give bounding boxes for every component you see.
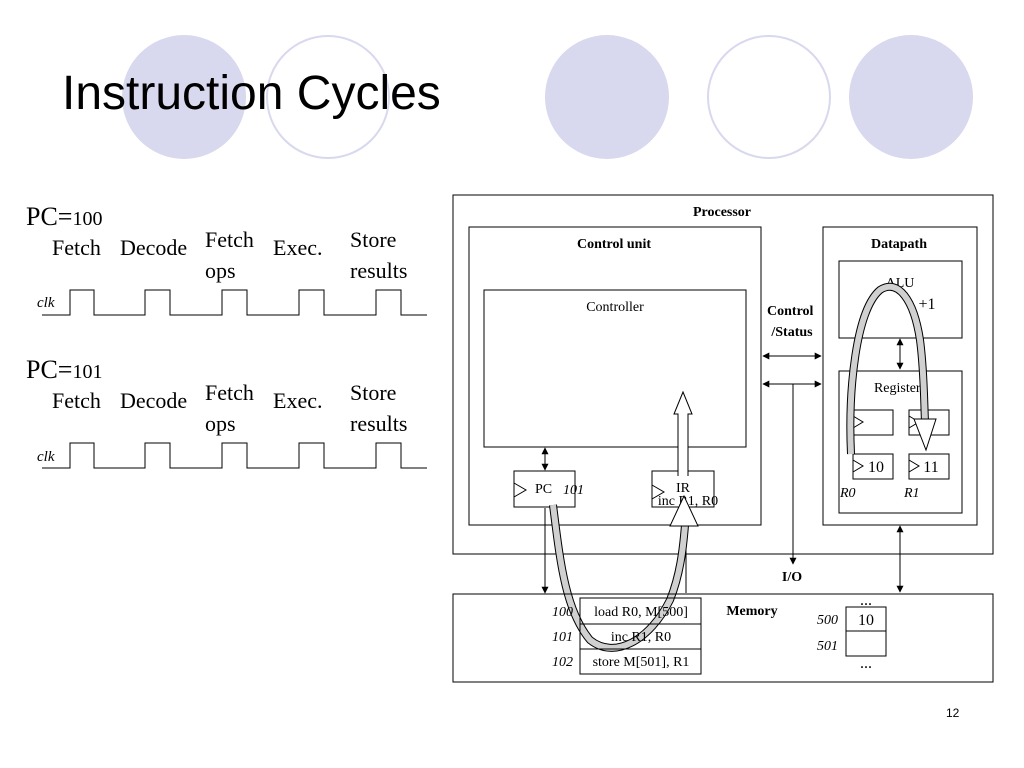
phase-store-results-line: Store: [350, 380, 397, 405]
io-label: I/O: [782, 570, 802, 585]
register-cell-upper: [852, 409, 894, 436]
phase-fetch-ops: Fetch ops: [205, 377, 254, 439]
data-memory-value: 10: [858, 612, 874, 629]
pc-prefix: PC=: [26, 355, 73, 384]
control-status-line: Control: [767, 304, 814, 319]
ir-register-value: inc R1, R0: [658, 494, 718, 509]
register-r1: [908, 453, 950, 480]
clk-waveform-row-1: [42, 289, 427, 316]
clk-label-row-2: clk: [37, 449, 55, 465]
phase-fetch-ops-line: Fetch: [205, 227, 254, 252]
control-status-label: Control /Status: [767, 304, 817, 340]
decor-circle-3: [545, 35, 669, 159]
data-memory-address: 501: [817, 639, 838, 654]
alu-box: [838, 260, 963, 339]
memory-instruction: store M[501], R1: [593, 655, 690, 670]
phase-store-results-line: Store: [350, 227, 397, 252]
processor-box: [452, 194, 994, 555]
pc-register: [513, 470, 576, 508]
page-number: 12: [946, 706, 960, 720]
phase-store-results: Store results: [350, 377, 407, 439]
phase-exec: Exec.: [273, 235, 323, 260]
register-r0-name: R0: [839, 486, 856, 501]
register-r1-name: R1: [903, 486, 920, 501]
pc-register-value: 101: [563, 483, 584, 498]
decor-circle-2: [266, 35, 390, 159]
pc-register-label: PC: [535, 482, 552, 497]
datapath-box: [822, 226, 978, 526]
register-r0: [852, 453, 894, 480]
memory-instruction: inc R1, R0: [611, 630, 671, 645]
memory-address: 100: [552, 605, 573, 620]
slide-title: Instruction Cycles: [62, 67, 441, 120]
memory-box: [452, 593, 994, 683]
data-memory-address: 500: [817, 613, 838, 628]
ir-clock-triangle: [651, 484, 665, 500]
data-memory-ellipsis-bottom: ...: [860, 655, 872, 672]
memory-address: 101: [552, 630, 573, 645]
clk-label-row-1: clk: [37, 295, 55, 311]
memory-address: 102: [552, 655, 573, 670]
decor-circle-1: [122, 35, 246, 159]
processor-label: Processor: [693, 205, 751, 220]
phase-store-results-line: results: [350, 411, 408, 436]
phase-fetch: Fetch: [52, 388, 101, 413]
data-memory-ellipsis-top: ...: [860, 592, 872, 609]
ir-to-controller-arrow: [673, 390, 693, 476]
phase-exec: Exec.: [273, 388, 323, 413]
registers-label: Registers: [874, 381, 926, 396]
fetch-flow-arrowhead: [669, 494, 699, 527]
pc-prefix: PC=: [26, 202, 73, 231]
alu-dataflow-arrowhead: [913, 418, 937, 452]
fetch-flow-arrow-fill: [550, 504, 688, 651]
registers-box: [838, 370, 963, 514]
datapath-label: Datapath: [871, 237, 927, 252]
ir-register-label: IR: [676, 481, 691, 496]
phase-fetch-ops-line: Fetch: [205, 380, 254, 405]
pc-label-row-2: PC=101: [26, 357, 102, 383]
control-status-line: /Status: [770, 325, 813, 340]
clk-waveform-row-2: [42, 442, 427, 469]
phase-fetch: Fetch: [52, 235, 101, 260]
alu-dataflow-arrow-fill: [847, 283, 928, 455]
pc-clock-triangle: [513, 482, 527, 498]
register-clock-triangle: [852, 415, 864, 429]
control-unit-box: [468, 226, 762, 526]
phase-fetch-ops-line: ops: [205, 258, 236, 283]
decor-circle-5: [849, 35, 973, 159]
memory-label: Memory: [726, 604, 777, 619]
phase-decode: Decode: [120, 388, 188, 413]
phase-store-results: Store results: [350, 224, 407, 286]
decor-circle-4: [707, 35, 831, 159]
register-r1-value: 11: [923, 459, 938, 476]
register-clock-triangle: [852, 459, 864, 473]
pc-value: 101: [72, 361, 103, 383]
program-memory-table: [579, 597, 702, 675]
pc-value: 100: [72, 208, 103, 230]
controller-label: Controller: [586, 300, 644, 315]
pc-label-row-1: PC=100: [26, 204, 102, 230]
register-r0-value: 10: [868, 459, 884, 476]
phase-decode: Decode: [120, 235, 188, 260]
register-clock-triangle: [908, 459, 920, 473]
phase-fetch-ops-line: ops: [205, 411, 236, 436]
memory-instruction: load R0, M[500]: [594, 605, 688, 620]
phase-store-results-line: results: [350, 258, 408, 283]
phase-fetch-ops: Fetch ops: [205, 224, 254, 286]
controller-box: [483, 289, 747, 448]
control-unit-label: Control unit: [577, 237, 651, 252]
alu-op: +1: [918, 296, 935, 313]
